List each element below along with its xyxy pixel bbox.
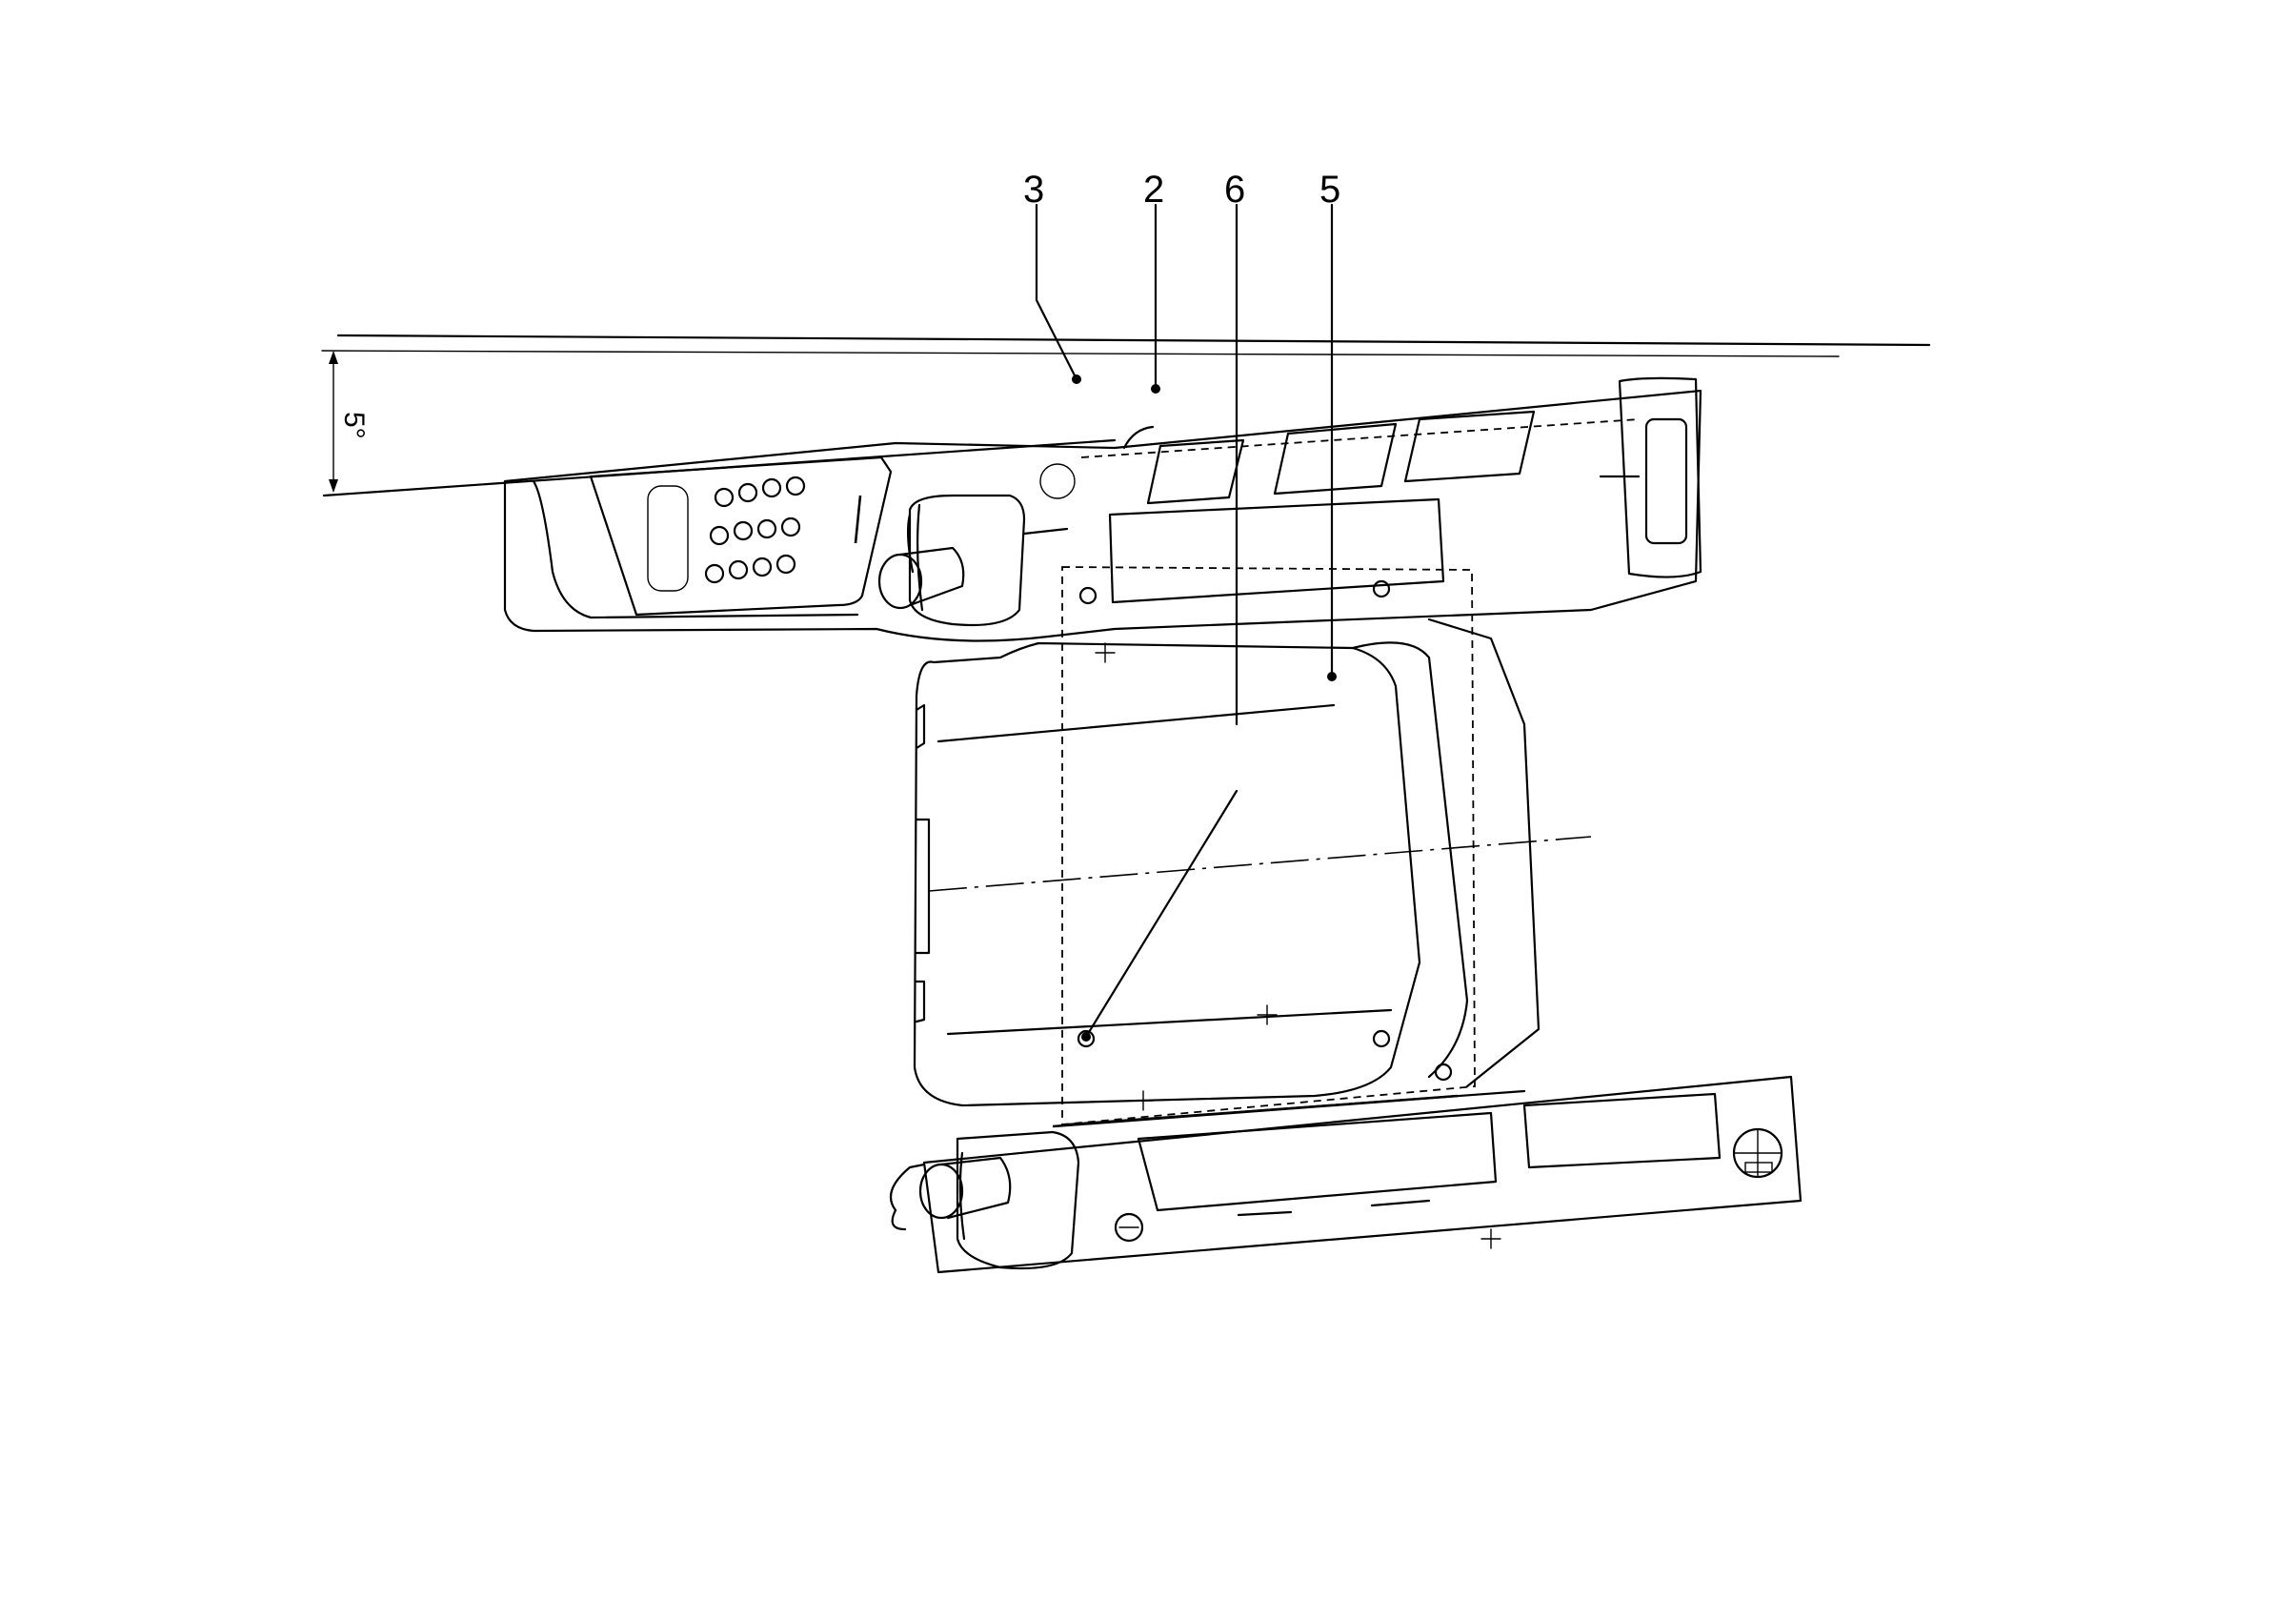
callout-labels: 3 2 6 5 [1023, 169, 1340, 211]
leader-lines [1035, 203, 1337, 1042]
callout-6: 6 [1224, 169, 1245, 211]
lower-joystick [889, 1130, 1080, 1270]
angle-dimension: 5° [329, 351, 370, 493]
upper-joystick [877, 494, 1026, 627]
dashed-outline [1061, 418, 1640, 1125]
fasteners [1077, 579, 1501, 1249]
callout-2: 2 [1143, 169, 1164, 211]
angle-label: 5° [338, 412, 370, 439]
callout-3: 3 [1023, 169, 1044, 211]
callout-5: 5 [1319, 169, 1340, 211]
knob-array [704, 476, 806, 584]
reference-lines [321, 334, 1931, 497]
upper-panel [503, 376, 1702, 642]
center-module [913, 618, 1592, 1107]
lower-panel [922, 1075, 1803, 1274]
